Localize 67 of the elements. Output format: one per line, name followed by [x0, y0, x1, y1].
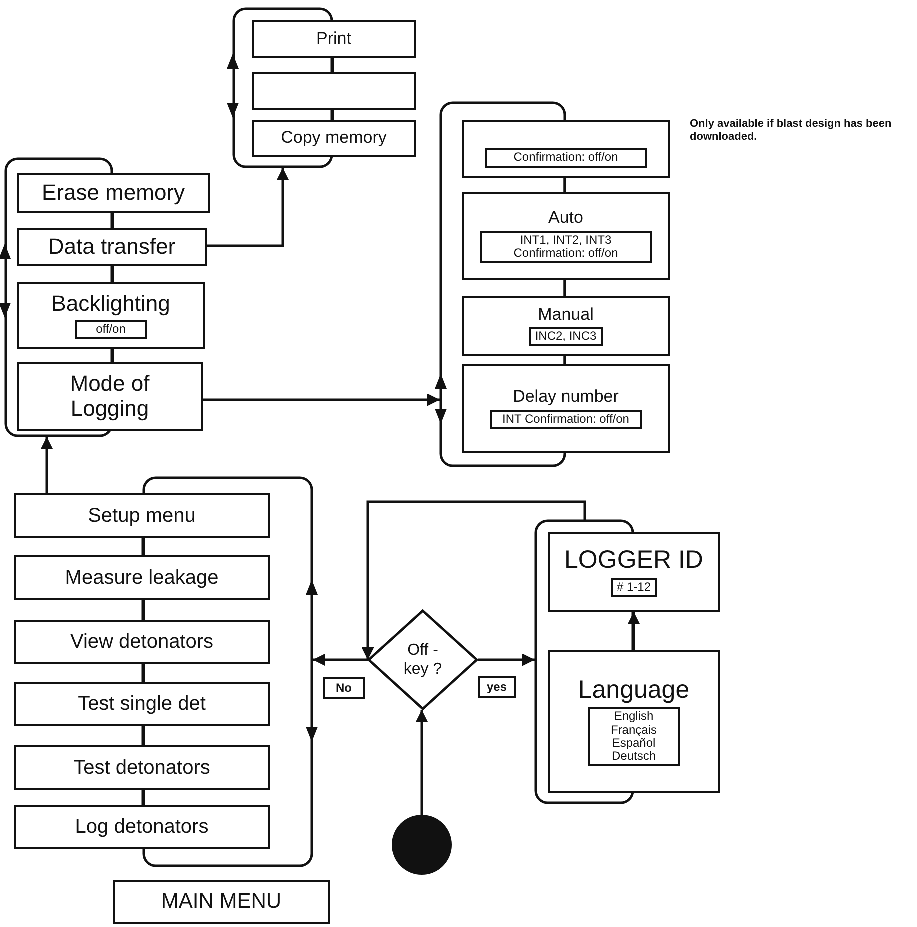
menu-label: Setup menu [88, 504, 196, 526]
connector-line [142, 664, 144, 682]
menu-box [548, 532, 720, 612]
menu-label: Language [578, 676, 690, 704]
arrow [203, 394, 440, 406]
connector-line [142, 600, 144, 620]
menu-box [14, 682, 270, 726]
menu-box [252, 72, 416, 110]
edge-label: yes [478, 676, 516, 698]
option-box: Confirmation: off/on [485, 148, 647, 168]
connector-line [142, 790, 144, 805]
connector-line [332, 110, 334, 120]
menu-box [113, 880, 330, 924]
note-text: Only available if blast design has been downloaded. [690, 118, 893, 144]
menu-box [548, 650, 720, 793]
menu-label: Delay number [513, 388, 619, 407]
arrow [628, 612, 640, 650]
menu-box [14, 805, 270, 849]
menu-label: Erase memory [42, 180, 186, 206]
menu-box [17, 362, 203, 431]
connector-line [142, 538, 144, 555]
menu-box [14, 745, 270, 790]
menu-label: View detonators [70, 631, 214, 653]
menu-label: Backlighting [52, 292, 170, 316]
arrow [478, 654, 535, 666]
menu-box [17, 282, 205, 349]
arrow [40, 437, 54, 493]
option-box: INC2, INC3 [529, 327, 603, 346]
option-box: # 1-12 [610, 578, 658, 597]
menu-label: Print [316, 30, 352, 48]
option-box: INT Confirmation: off/on [490, 410, 642, 429]
menu-label: Mode of Logging [69, 372, 151, 421]
menu-label: Copy memory [281, 129, 387, 148]
menu-label: Measure leakage [65, 566, 219, 588]
arrow [416, 710, 428, 815]
menu-box [462, 364, 670, 453]
menu-label: Auto [548, 208, 584, 228]
menu-box [17, 173, 210, 213]
edge-label: No [323, 677, 365, 699]
menu-box [14, 555, 270, 600]
menu-label: Data transfer [48, 234, 176, 260]
connector-line [332, 58, 334, 72]
connector-line [112, 213, 114, 228]
connector-line [112, 266, 114, 282]
menu-label: MAIN MENU [161, 890, 282, 914]
connector-line [142, 726, 144, 745]
menu-label: Log detonators [75, 816, 209, 838]
menu-box [462, 296, 670, 356]
menu-box [17, 228, 207, 266]
menu-box [462, 192, 670, 280]
menu-box [252, 120, 416, 157]
arrow [362, 500, 586, 660]
menu-box [14, 493, 270, 538]
connector-line [112, 349, 114, 362]
menu-box [252, 20, 416, 58]
menu-label: LOGGER ID [564, 547, 704, 575]
menu-box [462, 120, 670, 178]
option-box: off/on [75, 320, 147, 339]
decision-label: Off - key ? [402, 640, 444, 680]
arrow [207, 168, 290, 248]
menu-box [14, 620, 270, 664]
option-box: English Français Español Deutsch [588, 707, 680, 766]
menu-label: Test detonators [74, 756, 210, 778]
option-box: INT1, INT2, INT3 Confirmation: off/on [480, 230, 652, 264]
menu-label: Test single det [78, 693, 206, 715]
menu-label: Manual [538, 306, 594, 324]
arrow [313, 654, 368, 666]
